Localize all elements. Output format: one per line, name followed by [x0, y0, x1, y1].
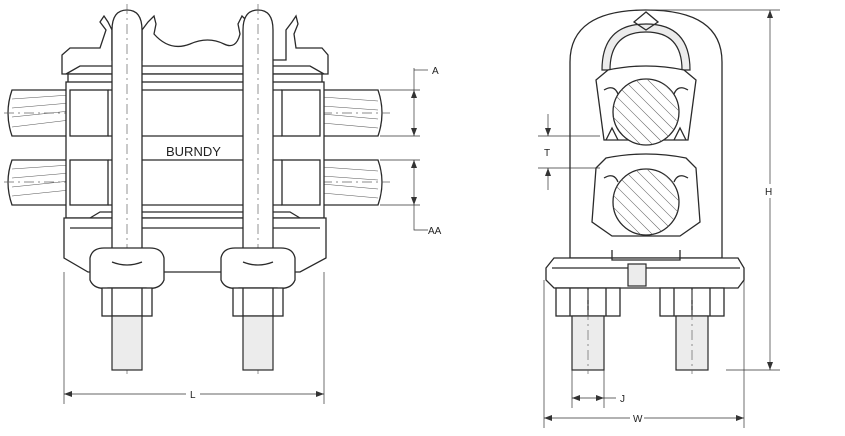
brand-label: BURNDY — [166, 144, 221, 159]
side-bottom-conductor — [612, 168, 680, 236]
upper-conductor — [4, 89, 390, 137]
dimension-A: A — [380, 66, 439, 137]
dim-label-L: L — [190, 390, 196, 401]
side-nut-right — [659, 287, 725, 374]
dimension-T: T — [538, 114, 600, 190]
front-u-bolt-left — [89, 4, 165, 374]
dimension-H: H — [646, 9, 780, 371]
dim-label-H: H — [765, 187, 772, 198]
side-view: T H J W — [538, 9, 780, 428]
lower-conductor — [4, 159, 390, 206]
front-u-bolt-right — [220, 4, 296, 374]
side-nut-left — [555, 287, 621, 374]
dim-label-W: W — [633, 414, 643, 425]
dim-label-T: T — [544, 148, 550, 159]
dimension-J: J — [571, 370, 625, 408]
dim-label-J: J — [620, 394, 625, 405]
dimension-AA: AA — [380, 159, 442, 237]
side-top-conductor — [612, 78, 680, 146]
dim-label-A: A — [432, 66, 439, 77]
dimension-L: L — [63, 272, 325, 404]
front-top-clamp — [61, 14, 329, 91]
side-top-collar — [601, 23, 691, 71]
dim-label-AA: AA — [428, 226, 442, 237]
front-view: BURNDY — [4, 4, 442, 404]
front-body: BURNDY — [65, 81, 325, 219]
dimension-W: W — [543, 280, 745, 428]
